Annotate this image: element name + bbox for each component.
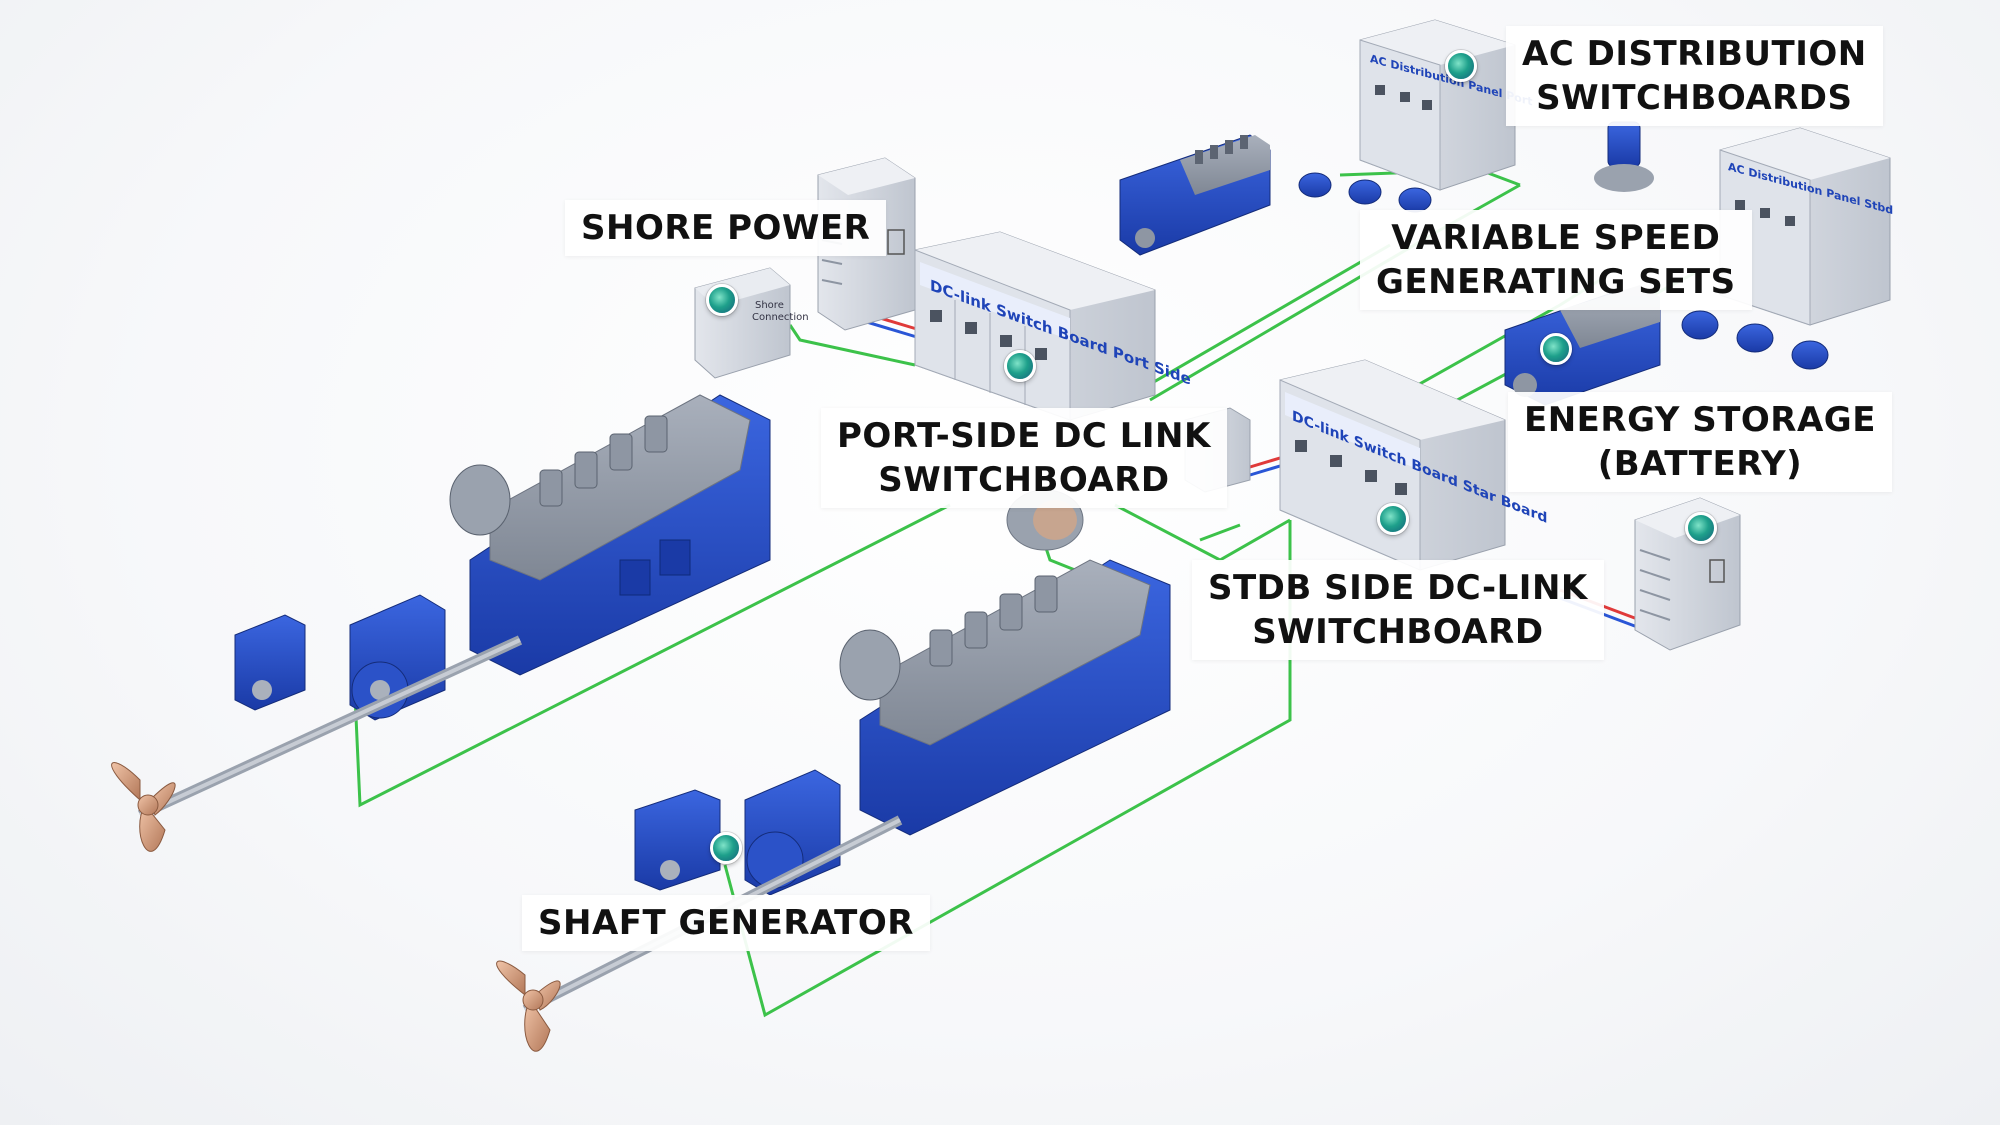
- hotspot-port-side-dc-link[interactable]: [1004, 350, 1036, 382]
- hotspot-shore-power[interactable]: [706, 284, 738, 316]
- label-energy-storage-line1: ENERGY STORAGE: [1524, 400, 1876, 440]
- stbd-main-engine: [839, 559, 1171, 836]
- shore-box-label-2: Connection: [752, 312, 809, 323]
- port-shaft-generator: [234, 614, 306, 711]
- label-shaft-generator: SHAFT GENERATOR: [522, 895, 930, 951]
- label-variable-speed-generating-sets: VARIABLE SPEED GENERATING SETS: [1360, 210, 1752, 310]
- port-propeller-shaft: [111, 635, 523, 852]
- motors-port: [1298, 172, 1432, 213]
- stbd-propeller: [496, 960, 561, 1052]
- vertical-motor: [1594, 121, 1654, 192]
- label-ac-distribution-line2: SWITCHBOARDS: [1536, 78, 1853, 118]
- cable-port-shaft: [353, 503, 951, 808]
- label-stdb-side-dc-link-switchboard: STDB SIDE DC-LINK SWITCHBOARD: [1192, 560, 1604, 660]
- label-shore-power: SHORE POWER: [565, 200, 887, 256]
- shore-connection-box: Shore Connection: [694, 267, 809, 379]
- port-propeller: [111, 762, 176, 852]
- motors-stbd: [1681, 310, 1829, 370]
- hotspot-energy-storage[interactable]: [1685, 512, 1717, 544]
- label-port-side-dc-line2: SWITCHBOARD: [878, 460, 1170, 500]
- hotspot-ac-distribution[interactable]: [1445, 50, 1477, 82]
- variable-speed-genset-port: [1119, 134, 1271, 256]
- ac-distribution-switchboard-stbd: AC Distribution Panel Stbd: [1719, 127, 1893, 326]
- stbd-shaft-generator: [634, 789, 721, 891]
- label-shaft-generator-line1: SHAFT GENERATOR: [538, 903, 914, 943]
- label-ac-distribution-line1: AC DISTRIBUTION: [1522, 34, 1867, 74]
- hotspot-shaft-generator[interactable]: [710, 832, 742, 864]
- label-port-side-dc-link-switchboard: PORT-SIDE DC LINK SWITCHBOARD: [821, 408, 1227, 508]
- label-port-side-dc-line1: PORT-SIDE DC LINK: [837, 416, 1211, 456]
- label-ac-distribution-switchboards: AC DISTRIBUTION SWITCHBOARDS: [1506, 26, 1883, 126]
- port-dc-link-switchboard: DC-link Switch Board Port Side: [914, 231, 1191, 421]
- port-main-engine: [449, 394, 771, 676]
- hotspot-variable-speed-generating-sets[interactable]: [1540, 333, 1572, 365]
- label-variable-speed-line1: VARIABLE SPEED: [1391, 218, 1721, 258]
- label-variable-speed-line2: GENERATING SETS: [1376, 262, 1736, 302]
- label-shore-power-line1: SHORE POWER: [581, 208, 871, 248]
- shore-box-label-1: Shore: [755, 300, 784, 311]
- label-stdb-side-dc-line2: SWITCHBOARD: [1252, 612, 1544, 652]
- label-energy-storage-battery: ENERGY STORAGE (BATTERY): [1508, 392, 1892, 492]
- label-stdb-side-dc-line1: STDB SIDE DC-LINK: [1208, 568, 1588, 608]
- hotspot-stdb-side-dc-link[interactable]: [1377, 503, 1409, 535]
- label-energy-storage-line2: (BATTERY): [1597, 444, 1803, 484]
